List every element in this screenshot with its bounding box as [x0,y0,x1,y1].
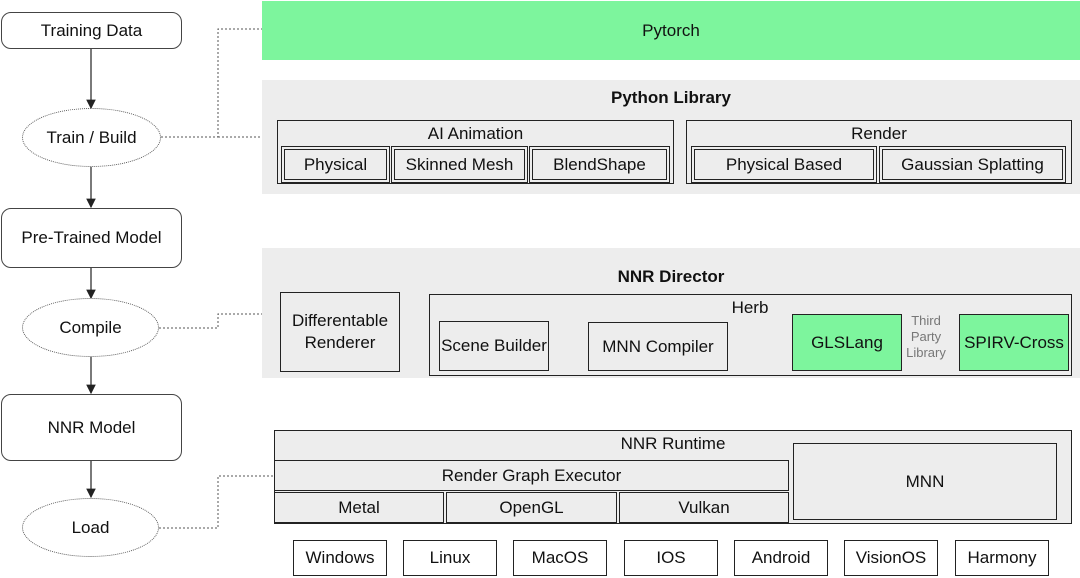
nnr-director-title: NNR Director [617,267,725,286]
nnr-runtime-panel [274,430,1072,524]
physical-based-box: Physical Based [691,146,877,183]
metal-box: Metal [274,492,444,523]
vulkan-box: Vulkan [619,492,789,523]
herb-group [429,294,1072,376]
nnr-runtime-title: NNR Runtime [620,434,726,453]
nnr-model-label: NNR Model [47,417,136,437]
compile-ellipse: Compile [22,298,159,357]
gaussian-splatting-box: Gaussian Splatting [879,146,1066,183]
blendshape-box: BlendShape [529,146,670,183]
render-title: Render [851,124,907,143]
platform-linux: Linux [403,540,497,576]
dotted-link-compile-director [159,313,262,329]
compile-label: Compile [59,317,122,337]
physical-box: Physical [281,146,390,183]
python-library-title: Python Library [611,88,731,107]
nnr-director-panel [262,248,1080,378]
render-graph-executor-box: Render Graph Executor [274,460,789,491]
glslang-box: GLSLang [792,314,902,371]
mnn-compiler-box: MNN Compiler [588,322,728,371]
training-data-box: Training Data [1,12,182,49]
platform-harmony: Harmony [955,540,1049,576]
pytorch-bar: Pytorch [262,1,1080,60]
train-build-ellipse: Train / Build [22,108,161,167]
nnr-model-box: NNR Model [1,394,182,461]
platform-android: Android [734,540,828,576]
pretrained-model-box: Pre-Trained Model [1,208,182,268]
python-library-panel [262,80,1080,194]
pytorch-label: Pytorch [642,20,700,40]
platform-windows: Windows [293,540,387,576]
spirv-cross-box: SPIRV-Cross [959,314,1069,371]
mnn-box: MNN [793,443,1057,520]
dotted-link-train-pytorch [161,28,262,138]
render-group [686,120,1072,184]
third-party-library-label: Third Party Library [906,313,946,360]
herb-title: Herb [731,298,769,317]
dotted-link-load-runtime [159,475,274,529]
scene-builder-box: Scene Builder [439,321,549,371]
training-data-label: Training Data [40,20,143,40]
platform-visionos: VisionOS [844,540,938,576]
load-ellipse: Load [22,498,159,557]
load-label: Load [71,517,110,537]
platform-ios: IOS [624,540,718,576]
opengl-box: OpenGL [446,492,617,523]
differentiable-renderer-box: Differentable Renderer [280,292,400,372]
ai-animation-group [277,120,674,184]
platform-macos: MacOS [513,540,607,576]
ai-animation-title: AI Animation [427,124,524,143]
train-build-label: Train / Build [46,127,137,147]
pretrained-model-label: Pre-Trained Model [21,228,162,247]
skinned-mesh-box: Skinned Mesh [391,146,528,183]
